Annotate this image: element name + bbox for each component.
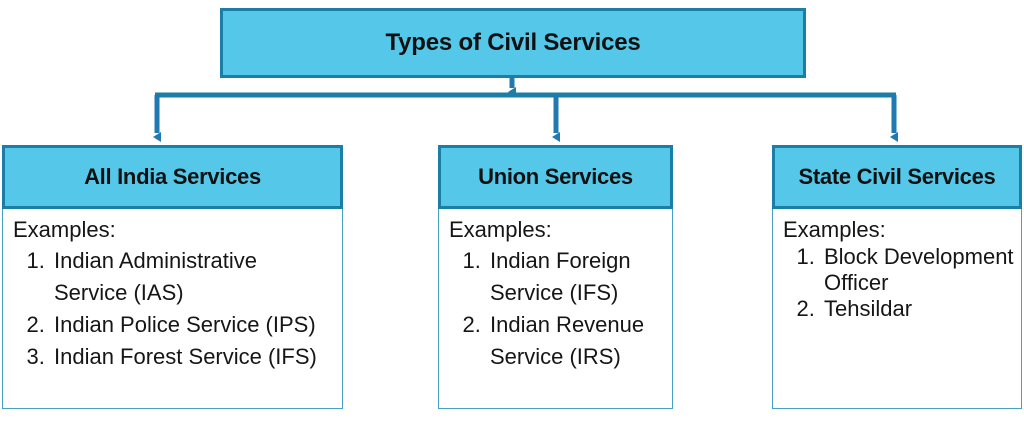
- examples-label-state-civil-services: Examples:: [783, 217, 886, 242]
- list-item: Indian Revenue Service (IRS): [487, 309, 666, 373]
- branch-body-state-civil-services: Examples: Block Development Officer Tehs…: [773, 209, 1021, 408]
- list-item: Indian Forest Service (IFS): [51, 341, 336, 373]
- root-node-title: Types of Civil Services: [385, 29, 641, 56]
- branch-title-union-services: Union Services: [478, 164, 633, 189]
- branch-node-union-services: Union Services Examples: Indian Foreign …: [438, 145, 673, 409]
- examples-list-all-india-services: Indian Administrative Service (IAS) Indi…: [13, 245, 336, 373]
- branch-body-union-services: Examples: Indian Foreign Service (IFS) I…: [439, 209, 672, 408]
- list-item: Indian Foreign Service (IFS): [487, 245, 666, 309]
- list-item: Indian Police Service (IPS): [51, 309, 336, 341]
- list-item: Tehsildar: [821, 296, 1015, 322]
- examples-list-state-civil-services: Block Development Officer Tehsildar: [783, 244, 1015, 322]
- examples-label-union-services: Examples:: [449, 217, 552, 242]
- list-item: Block Development Officer: [821, 244, 1015, 296]
- examples-label-all-india-services: Examples:: [13, 217, 116, 242]
- branch-node-state-civil-services: State Civil Services Examples: Block Dev…: [772, 145, 1022, 409]
- branch-header-all-india-services: All India Services: [2, 145, 343, 209]
- branch-header-state-civil-services: State Civil Services: [772, 145, 1022, 209]
- examples-list-union-services: Indian Foreign Service (IFS) Indian Reve…: [449, 245, 666, 373]
- branch-body-all-india-services: Examples: Indian Administrative Service …: [3, 209, 342, 408]
- root-node-types-of-civil-services: Types of Civil Services: [220, 8, 806, 78]
- branch-title-all-india-services: All India Services: [84, 164, 261, 189]
- branch-header-union-services: Union Services: [438, 145, 673, 209]
- branch-node-all-india-services: All India Services Examples: Indian Admi…: [2, 145, 343, 409]
- list-item: Indian Administrative Service (IAS): [51, 245, 336, 309]
- branch-title-state-civil-services: State Civil Services: [798, 164, 996, 189]
